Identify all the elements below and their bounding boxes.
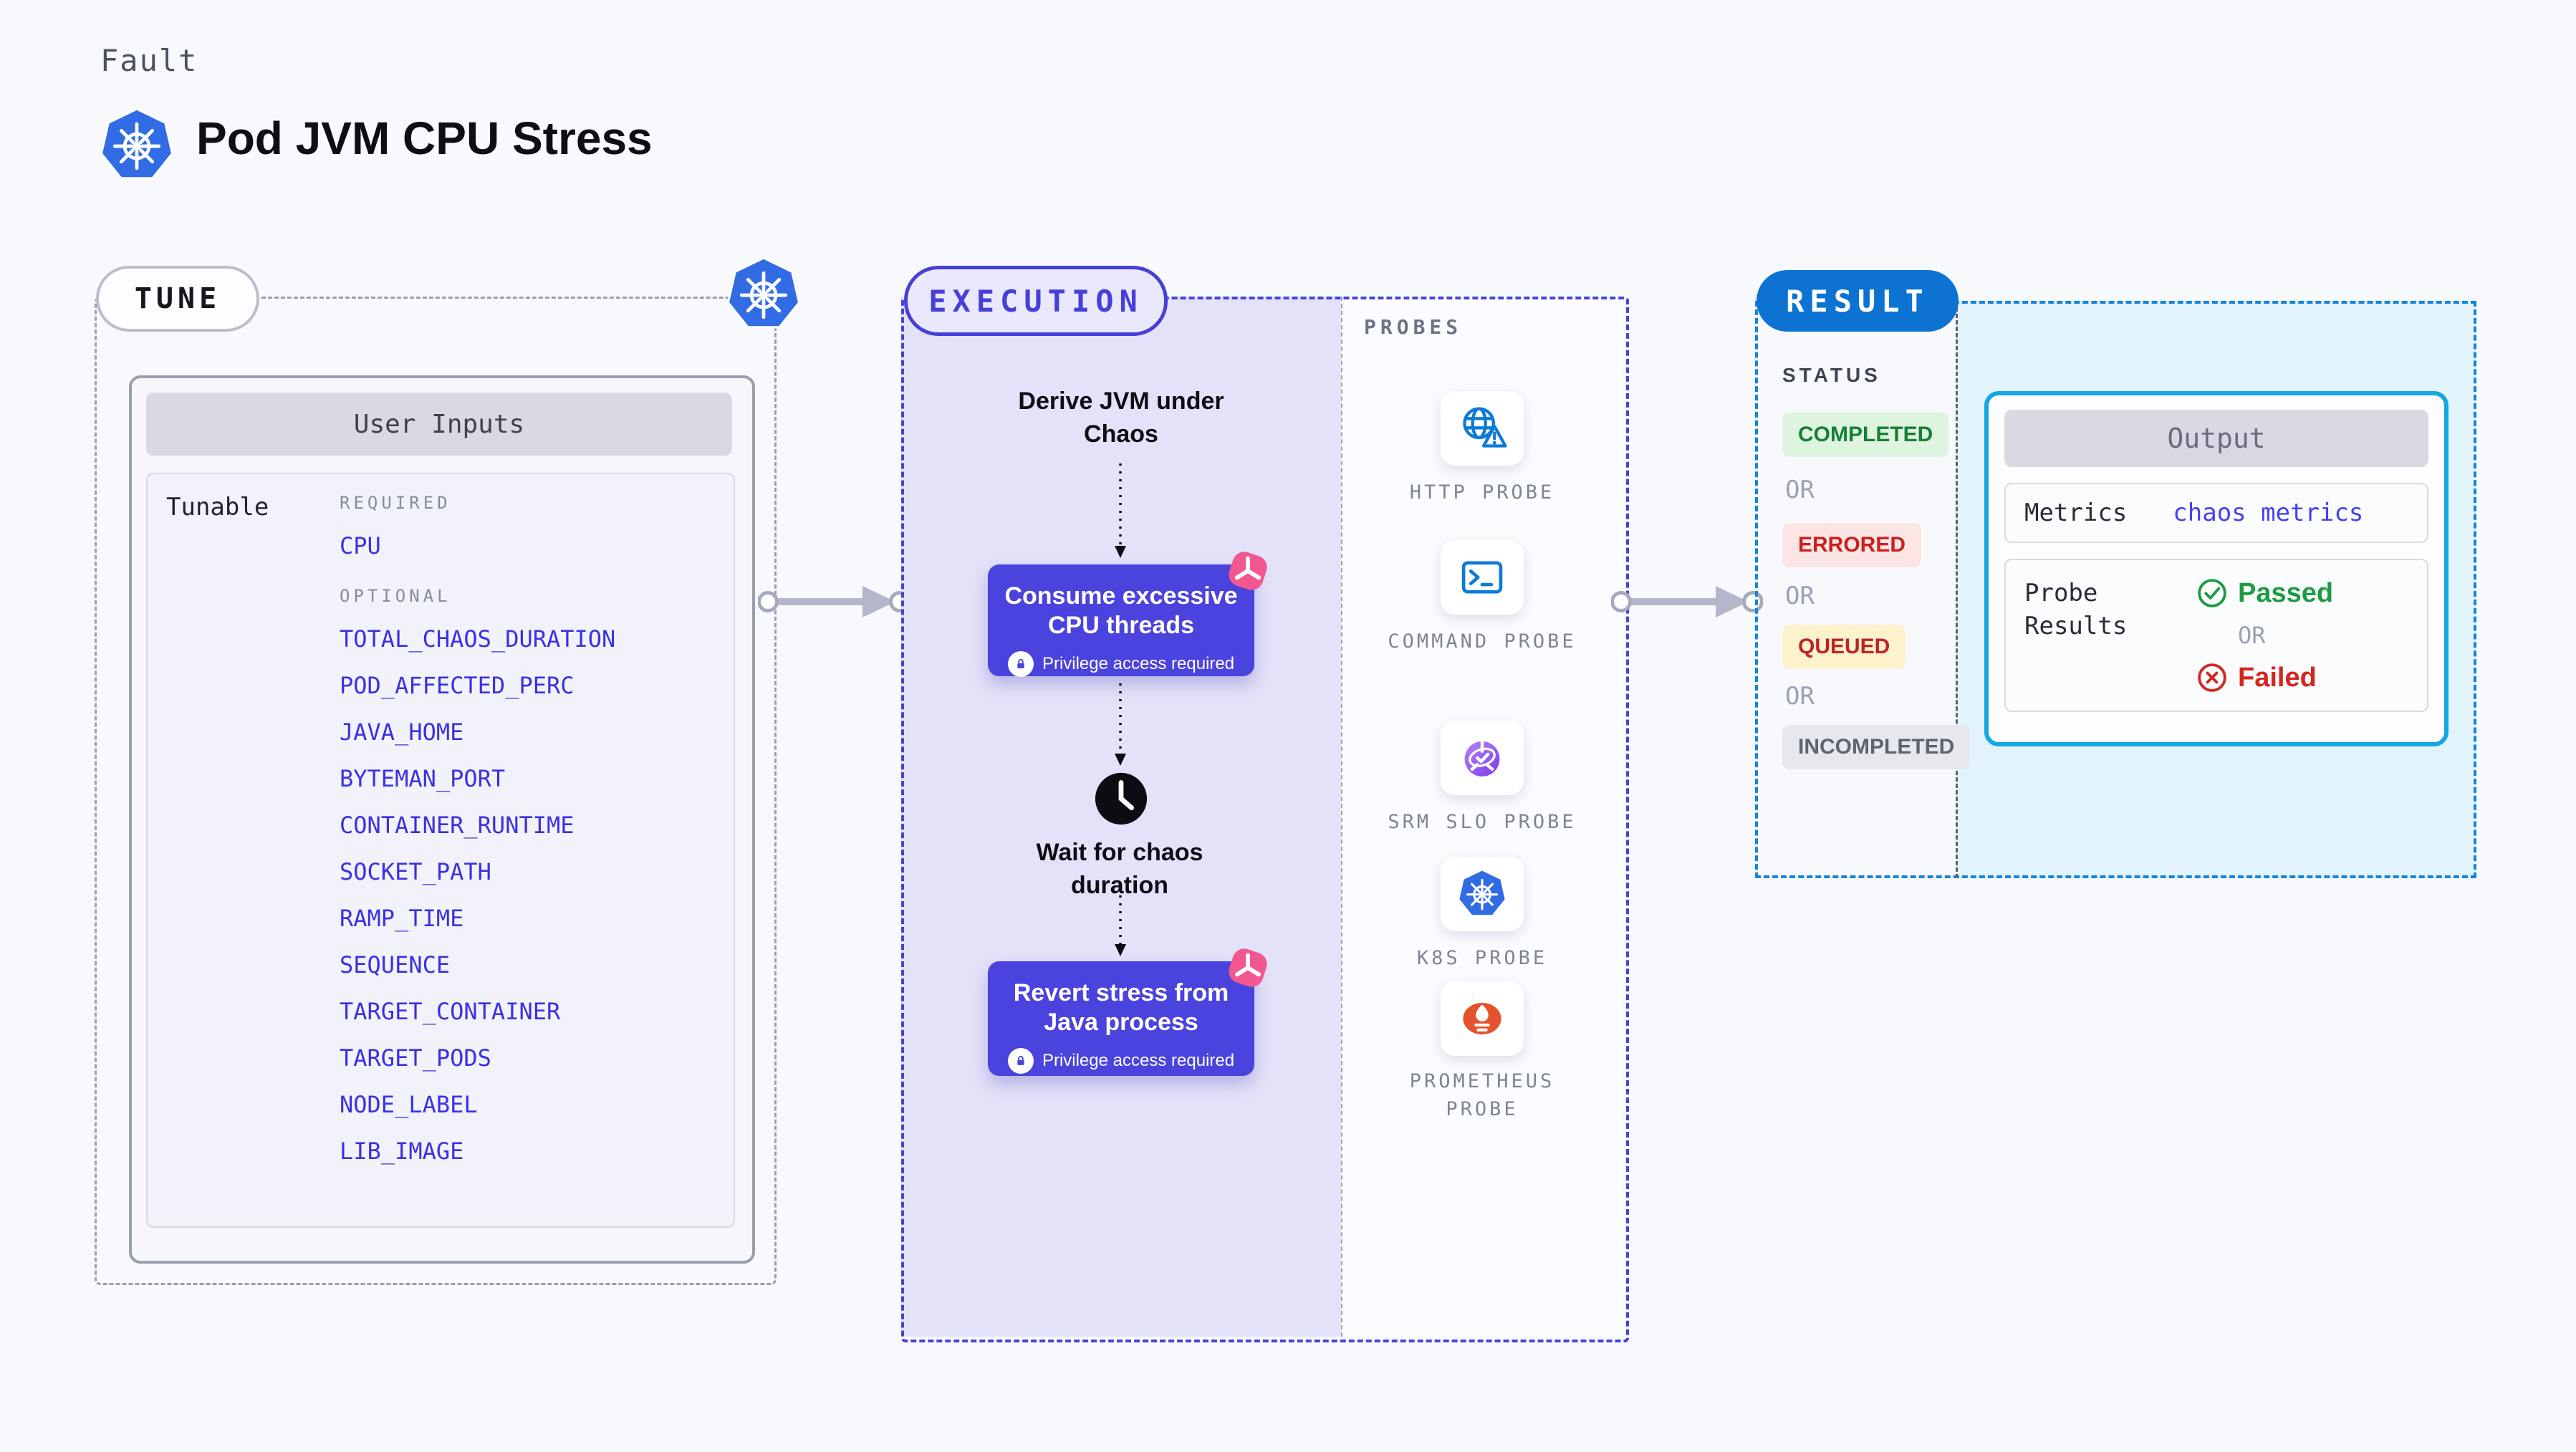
- lock-icon: [1007, 1047, 1034, 1074]
- probe-results-states: Passed OR Failed: [2196, 577, 2333, 693]
- kubernetes-icon: [99, 107, 175, 183]
- required-group-label: REQUIRED: [340, 493, 451, 513]
- check-circle-icon: [2196, 577, 2228, 609]
- output-card: Output Metrics chaos metrics Probe Resul…: [1984, 391, 2448, 746]
- parameter: SOCKET_PATH: [340, 858, 491, 885]
- or-label: OR: [2238, 622, 2266, 649]
- probes-heading: PROBES: [1364, 315, 1463, 339]
- tune-section-outline: [95, 297, 777, 1285]
- step-title: Revert stress from Java process: [1013, 979, 1229, 1037]
- result-section-outline: [1755, 301, 2476, 878]
- probe-label: HTTP PROBE: [1409, 481, 1555, 504]
- or-label: OR: [1785, 476, 1815, 504]
- passed-label: Passed: [2238, 577, 2334, 608]
- step-title: Consume excessive CPU threads: [1004, 582, 1238, 640]
- privilege-note-text: Privilege access required: [1042, 653, 1235, 673]
- globe-warning-icon: [1456, 403, 1508, 454]
- user-inputs-list: Tunable REQUIRED CPU OPTIONAL TOTAL_CHAO…: [146, 473, 735, 1228]
- result-badge: RESULT: [1756, 270, 1959, 332]
- kubernetes-icon: [726, 256, 802, 332]
- dotted-arrow-down-icon: [1115, 895, 1126, 956]
- chaos-pinwheel-icon: [1223, 943, 1273, 993]
- probe-card-http: [1441, 391, 1524, 466]
- step-revert-stress-card: Revert stress from Java process Privileg…: [988, 961, 1254, 1076]
- probe-label: PROMETHEUS PROBE: [1409, 1070, 1555, 1121]
- parameters-column: REQUIRED CPU OPTIONAL TOTAL_CHAOS_DURATI…: [340, 493, 615, 1165]
- status-badge-incompleted: INCOMPLETED: [1782, 725, 1971, 769]
- step-derive-jvm: Derive JVM under Chaos: [1018, 388, 1224, 448]
- privilege-note: Privilege access required: [988, 1047, 1254, 1074]
- kubernetes-icon: [1457, 869, 1507, 919]
- tune-badge: TUNE: [96, 266, 259, 332]
- parameter: SEQUENCE: [340, 951, 451, 979]
- metrics-label: Metrics: [2024, 499, 2128, 527]
- page-title: Pod JVM CPU Stress: [196, 112, 653, 164]
- tunable-label: Tunable: [166, 493, 269, 521]
- flow-arrow-tune-to-execution: [758, 580, 910, 623]
- step-consume-cpu-card: Consume excessive CPU threads Privilege …: [988, 564, 1254, 677]
- status-output-divider: [1956, 301, 1958, 878]
- status-badge-completed: COMPLETED: [1782, 413, 1949, 457]
- fault-kicker: Fault: [100, 43, 198, 78]
- parameter: CONTAINER_RUNTIME: [340, 812, 575, 839]
- parameter: NODE_LABEL: [340, 1091, 478, 1118]
- output-title: Output: [2004, 410, 2428, 467]
- probe-results-row: Probe Results Passed OR Failed: [2004, 559, 2428, 712]
- probe-card-k8s: [1441, 857, 1524, 931]
- status-badge-errored: ERRORED: [1782, 523, 1922, 567]
- status-badge-queued: QUEUED: [1782, 625, 1906, 669]
- or-label: OR: [1785, 582, 1815, 610]
- status-heading: STATUS: [1782, 364, 1881, 386]
- parameter: LIB_IMAGE: [340, 1138, 464, 1165]
- chaos-pinwheel-icon: [1223, 546, 1273, 596]
- execution-badge: EXECUTION: [904, 266, 1168, 336]
- probe-label: K8S PROBE: [1416, 947, 1548, 969]
- metrics-row: Metrics chaos metrics: [2004, 483, 2428, 543]
- dotted-arrow-down-icon: [1115, 463, 1126, 558]
- probe-label: SRM SLO PROBE: [1388, 811, 1577, 833]
- parameter: BYTEMAN_PORT: [340, 765, 506, 792]
- terminal-icon: [1456, 552, 1508, 603]
- user-inputs-title: User Inputs: [146, 393, 732, 456]
- prometheus-flame-icon: [1455, 991, 1509, 1046]
- flow-arrow-execution-to-result: [1611, 580, 1763, 623]
- failed-state: Failed: [2196, 662, 2333, 693]
- parameter: TARGET_CONTAINER: [340, 998, 561, 1025]
- parameter: POD_AFFECTED_PERC: [340, 672, 575, 699]
- metrics-value: chaos metrics: [2173, 499, 2364, 527]
- parameter: JAVA_HOME: [340, 718, 464, 746]
- failed-label: Failed: [2238, 662, 2317, 693]
- x-circle-icon: [2196, 662, 2228, 693]
- parameter: RAMP_TIME: [340, 905, 464, 932]
- parameter: TARGET_PODS: [340, 1044, 491, 1072]
- parameter: TOTAL_CHAOS_DURATION: [340, 625, 616, 653]
- probe-card-command: [1441, 540, 1524, 615]
- probe-label: COMMAND PROBE: [1388, 630, 1577, 653]
- clock-icon: [1093, 771, 1149, 827]
- probes-area: [1341, 297, 1623, 1337]
- probe-card-prometheus: [1441, 981, 1524, 1056]
- optional-group-label: OPTIONAL: [340, 586, 451, 606]
- lock-icon: [1007, 650, 1034, 677]
- privilege-note-text: Privilege access required: [1042, 1050, 1235, 1070]
- step-wait-duration: Wait for chaos duration: [1036, 839, 1203, 899]
- probe-results-label: Probe Results: [2024, 579, 2128, 640]
- slo-donut-icon: [1456, 731, 1509, 784]
- passed-state: Passed: [2196, 577, 2333, 609]
- privilege-note: Privilege access required: [988, 650, 1254, 677]
- parameter: CPU: [340, 532, 381, 559]
- probe-card-srm-slo: [1441, 721, 1524, 795]
- or-label: OR: [1785, 682, 1815, 711]
- dotted-arrow-down-icon: [1115, 683, 1126, 766]
